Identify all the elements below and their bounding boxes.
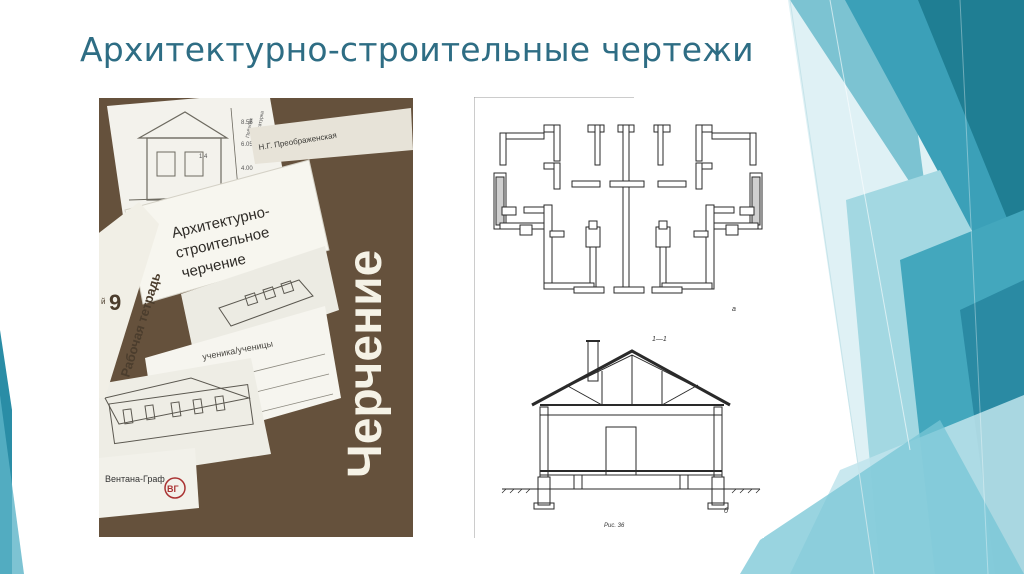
author-strip: Н.Г. Преображенская	[249, 108, 413, 164]
dim-tag2-text: Штукатурка	[255, 110, 266, 138]
dim-top-text: 8.55	[241, 120, 253, 126]
sheet-house-mid	[181, 246, 339, 360]
grade-number: 9	[109, 290, 121, 315]
section-drawing: 1—1	[501, 336, 761, 529]
floor-plan: а	[493, 124, 763, 313]
figure-caption: Рис. 36	[604, 523, 625, 529]
section-label: 1—1	[652, 336, 667, 343]
publisher-block: Вентана-Граф ВГ	[99, 448, 199, 518]
grade-sup: й	[101, 297, 105, 306]
workbook-cover: 8.55 6.05 4.00 1.4 Побелка Штукатурка Н.…	[99, 98, 413, 537]
dim-mid-text: 6.05	[241, 142, 253, 148]
slide-title: Архитектурно-строительные чертежи	[80, 30, 754, 69]
plan-label: а	[732, 306, 736, 313]
publisher-name: Вентана-Граф	[105, 474, 165, 484]
dim-low-text: 4.00	[241, 166, 253, 172]
technical-drawing: а 1—1	[474, 97, 764, 538]
section-letter: б	[724, 507, 729, 515]
publisher-logo: ВГ	[167, 484, 179, 494]
subject-title: Черчение	[339, 250, 392, 478]
dim-right-text: 1.4	[199, 154, 208, 160]
sheet-building	[99, 358, 271, 480]
title-card: Архитектурно- строительное черчение	[124, 159, 330, 305]
